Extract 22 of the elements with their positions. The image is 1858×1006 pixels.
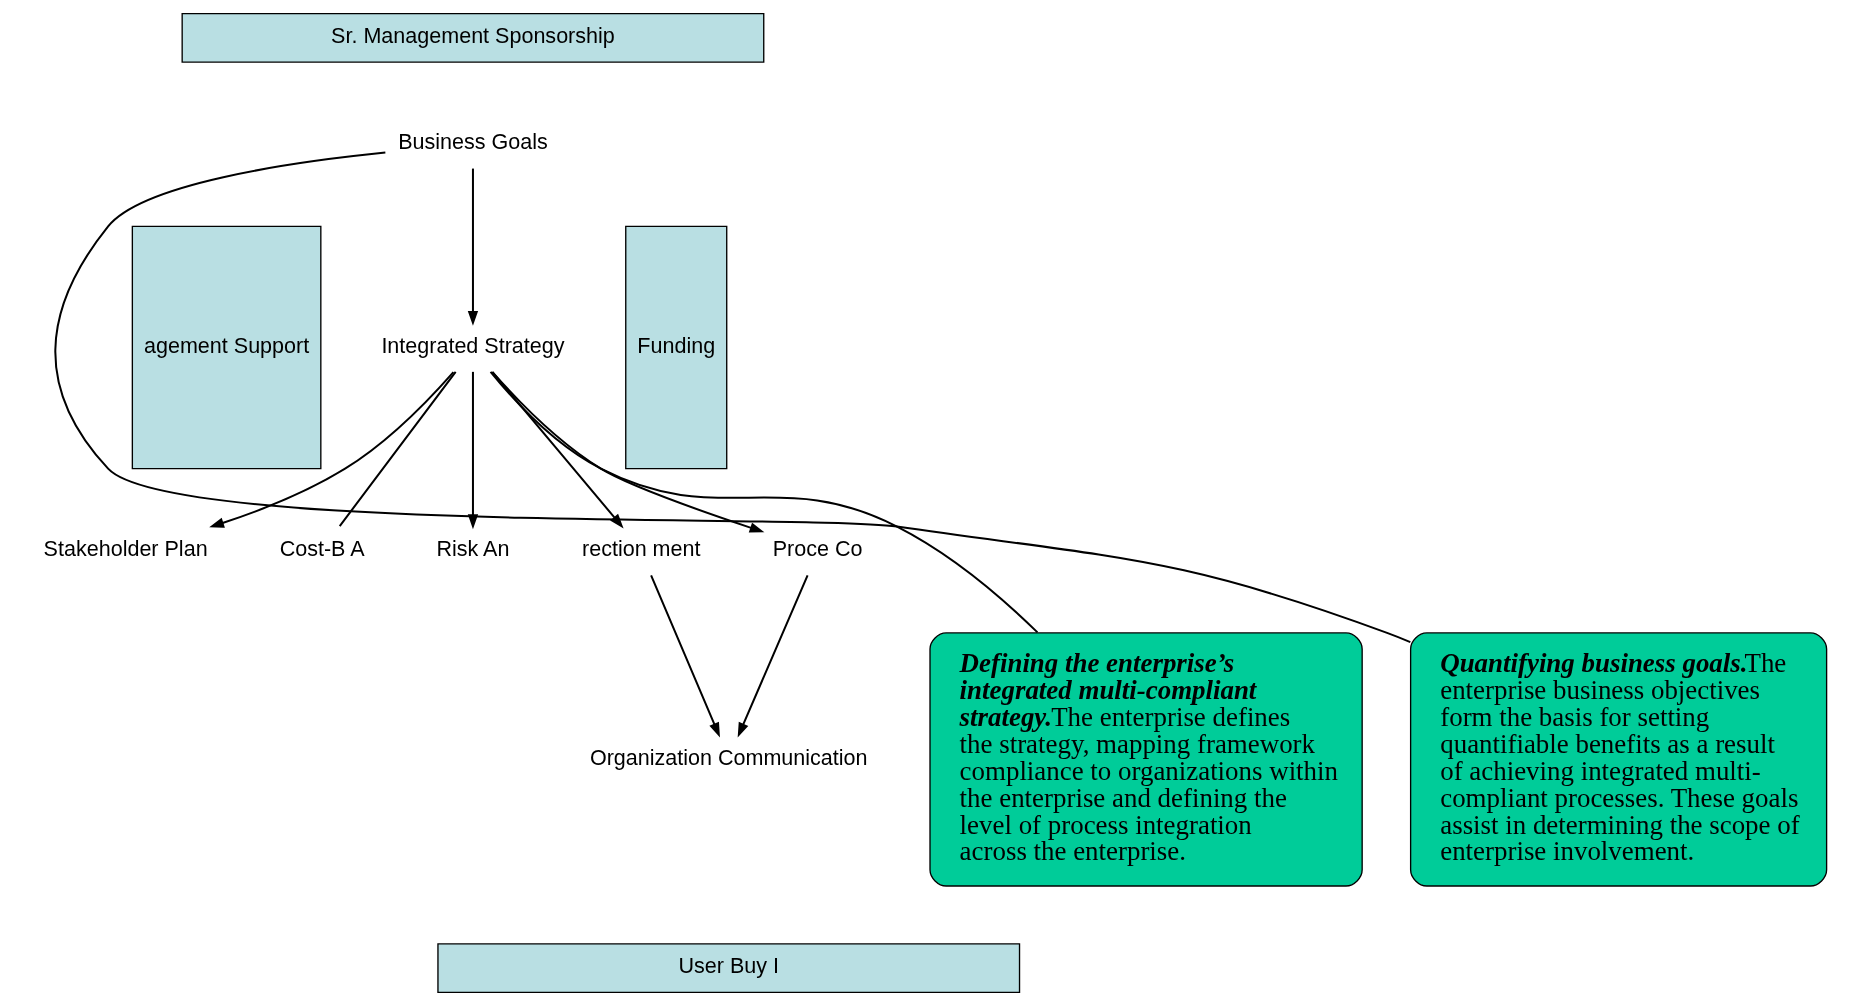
node-box: Sr. Management Sponsorship — [181, 12, 765, 63]
arrow — [467, 168, 479, 326]
arrow — [209, 371, 455, 528]
arrow — [737, 574, 809, 738]
node-text: Risk An — [436, 536, 510, 561]
node-box: Defining the enterprise’s integrated multi-compliant strategy.The enterprise defines the strategy, mapping framework compliance to organizations within the enterprise and defining the level of process integration across the enterprise. — [929, 632, 1363, 887]
connector — [338, 371, 457, 527]
node-box: agement Support — [131, 225, 322, 470]
connector — [489, 371, 1039, 634]
node-text: Organization Communication — [589, 745, 868, 770]
node-text: Integrated Strategy — [381, 333, 565, 358]
node-box: User Buy I — [437, 943, 1021, 994]
node-text: Cost-B A — [279, 536, 365, 561]
arrow — [491, 371, 765, 533]
node-box: Quantifying business goals.The enterprise business objectives form the basis for setting quantifiable benefits as a result of achieving integrated multi-compliant processes. These goals assist in determining the scope of enterprise involvement. — [1409, 632, 1828, 887]
node-text: rection ment — [582, 536, 701, 561]
node-text: Business Goals — [398, 130, 548, 155]
arrow — [650, 574, 720, 738]
node-text: Proce Co — [772, 536, 863, 561]
node-text: Stakeholder Plan — [43, 536, 208, 561]
connector — [54, 151, 1411, 644]
node-box: Funding — [625, 225, 728, 470]
